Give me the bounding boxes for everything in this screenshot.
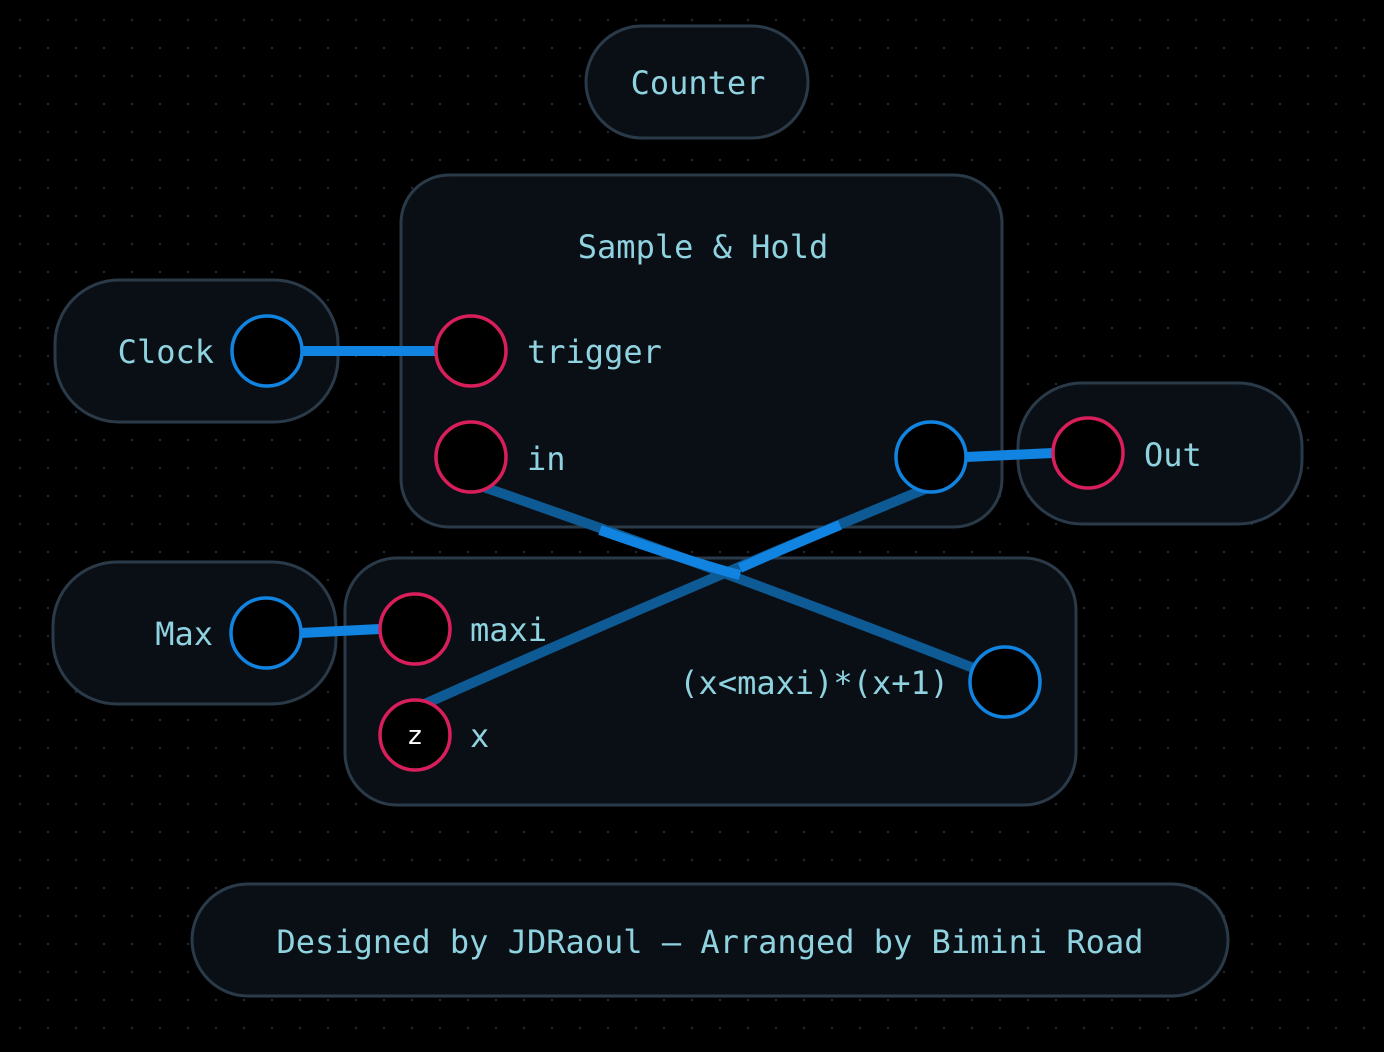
in-input-port[interactable] [434, 420, 508, 494]
wire-sh-out-to-x[interactable] [415, 482, 932, 712]
wire-highlight-segment-b [737, 520, 842, 573]
wire-max-to-maxi[interactable] [300, 624, 381, 638]
credits-node [190, 882, 1230, 998]
x-port-label: x [470, 717, 489, 755]
expression-node[interactable] [343, 556, 1078, 807]
max-label: Max [155, 615, 213, 653]
in-port-label: in [527, 440, 566, 478]
x-port-delay-glyph: z [408, 721, 422, 751]
maxi-input-port[interactable] [378, 592, 452, 666]
counter-title-node [584, 24, 810, 140]
counter-title: Counter [631, 64, 766, 102]
expression-formula: (x<maxi)*(x+1) [679, 664, 949, 702]
wire-highlight-segment-a [598, 525, 742, 580]
trigger-input-port[interactable] [434, 314, 508, 388]
expression-output-port[interactable] [968, 645, 1042, 719]
clock-output-port[interactable] [230, 314, 304, 388]
out-input-port[interactable] [1051, 416, 1125, 490]
sample-hold-title: Sample & Hold [578, 228, 828, 266]
maxi-port-label: maxi [470, 611, 547, 649]
wire-sh-out-to-out[interactable] [965, 448, 1054, 462]
out-label: Out [1144, 436, 1202, 474]
sample-hold-output-port[interactable] [894, 420, 968, 494]
max-output-port[interactable] [229, 596, 303, 670]
trigger-port-label: trigger [527, 333, 662, 371]
clock-label: Clock [118, 333, 214, 371]
credits-text: Designed by JDRaoul — Arranged by Bimini… [277, 923, 1144, 961]
x-input-port[interactable] [378, 698, 452, 772]
